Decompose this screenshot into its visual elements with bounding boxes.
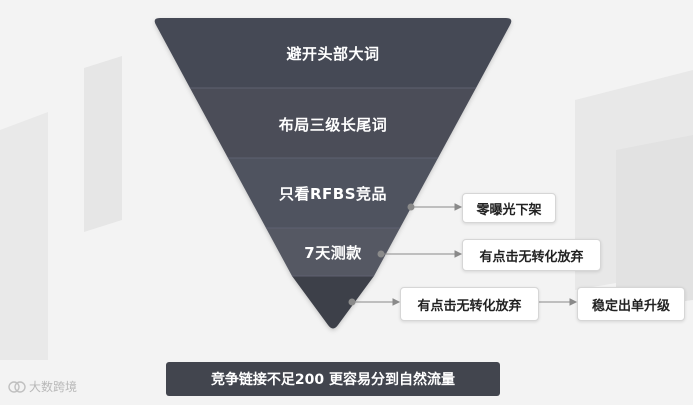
funnel-layer-3-label: 只看RFBS竞品 bbox=[278, 185, 388, 203]
funnel-layer-2 bbox=[190, 88, 476, 158]
watermark-text: 大数跨境 bbox=[29, 380, 78, 394]
callout-zero-exposure: 零曝光下架 bbox=[462, 193, 556, 223]
funnel-layer-4-label: 7天测款 bbox=[304, 244, 362, 262]
connector-stable-upgrade bbox=[538, 298, 578, 306]
funnel-layer-3 bbox=[228, 158, 438, 228]
callout-stable-upgrade: 稳定出单升级 bbox=[577, 287, 685, 321]
connector-click-no-conv-2 bbox=[348, 298, 401, 306]
callout-click-no-conversion-1: 有点击无转化放弃 bbox=[462, 239, 601, 271]
callout-click-no-conversion-2: 有点击无转化放弃 bbox=[400, 287, 539, 321]
watermark: 大数跨境 bbox=[8, 378, 77, 395]
connector-zero-exposure bbox=[407, 203, 463, 211]
funnel-layer-4 bbox=[266, 228, 400, 276]
bottom-banner: 竞争链接不足200 更容易分到自然流量 bbox=[166, 362, 500, 396]
funnel-layer-5 bbox=[292, 276, 374, 329]
watermark-logo-icon bbox=[8, 380, 26, 393]
connector-click-no-conv-1 bbox=[377, 250, 463, 258]
funnel-layer-2-label: 布局三级长尾词 bbox=[278, 116, 388, 134]
funnel-layer-1 bbox=[154, 18, 512, 88]
funnel-layer-1-label: 避开头部大词 bbox=[286, 45, 380, 63]
